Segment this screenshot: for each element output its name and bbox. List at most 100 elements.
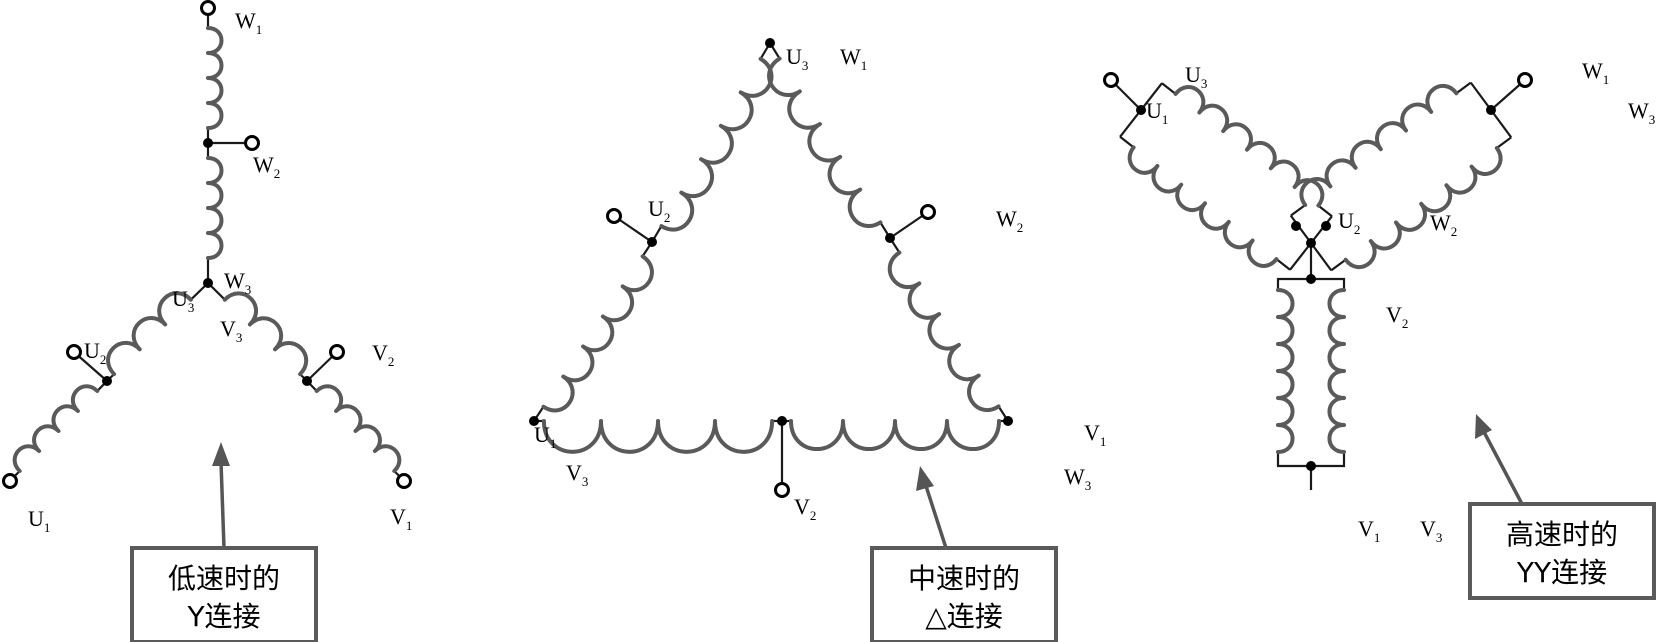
low-caption-line1: 低速时的	[168, 562, 280, 595]
junction-dot	[1306, 461, 1316, 471]
u-branch-lead	[1317, 204, 1333, 218]
label-w3: W3	[1628, 98, 1655, 127]
coils-layer	[12, 26, 1503, 473]
mid-pointer-arrowhead	[916, 466, 934, 491]
junction-dot	[1136, 105, 1146, 115]
terminal-w1	[200, 0, 216, 16]
v3-winding	[222, 291, 309, 377]
v-left-winding	[1276, 288, 1295, 454]
label-v2: V2	[794, 494, 816, 523]
label-u1: U1	[1146, 98, 1168, 127]
w2-v1-winding	[887, 250, 1001, 413]
junction-dot	[1291, 221, 1301, 231]
v-right-winding	[1327, 288, 1346, 454]
u3-u2-winding	[659, 56, 774, 232]
junction-dot	[1306, 274, 1316, 284]
terminal-v2	[329, 344, 345, 360]
junction-dot	[203, 278, 213, 288]
terminal-v2	[774, 482, 790, 498]
v-branch-lead	[1311, 277, 1346, 290]
label-w1: W1	[840, 44, 867, 73]
wires-layer	[9, 8, 1526, 490]
mid-caption-line1: 中速时的	[908, 562, 1020, 595]
high-caption-pointer	[1482, 431, 1524, 505]
label-u1: U1	[534, 422, 556, 451]
junction-dot	[302, 376, 312, 386]
low-caption-box	[130, 546, 318, 642]
high-caption-line1: 高速时的	[1506, 518, 1618, 551]
u-upper-winding	[1173, 85, 1325, 208]
label-u1: U1	[28, 506, 50, 535]
v-branch-lead	[1276, 277, 1311, 290]
w2-winding	[206, 156, 224, 260]
mid-speed-labels: U3 W1 U2 W2 U1 V3 V1 W3 V2	[534, 44, 1106, 523]
high-pointer-arrowhead	[1475, 414, 1492, 439]
terminal-w2	[920, 204, 936, 220]
mid-speed-caption: 中速时的 △连接	[870, 546, 1058, 642]
label-v3: V3	[1420, 516, 1442, 545]
label-v1: V1	[1084, 420, 1106, 449]
label-v2: V2	[1386, 302, 1408, 331]
w1-w2-winding	[767, 56, 883, 228]
low-pointer-arrowhead	[212, 442, 230, 466]
u-branch-lead	[1119, 135, 1135, 149]
mid-caption-line2: △连接	[925, 600, 1003, 633]
label-w2: W2	[996, 206, 1023, 235]
low-speed-caption: 低速时的 Y连接	[130, 546, 318, 642]
label-w2: W2	[253, 152, 280, 181]
low-caption-line2: Y连接	[186, 600, 260, 633]
high-speed-caption: 高速时的 YY连接	[1468, 502, 1656, 600]
nodes-layer	[2, 0, 1533, 498]
label-w1: W1	[1582, 58, 1609, 87]
terminal-v1	[396, 473, 412, 489]
label-v3: V3	[220, 316, 242, 345]
caption-pointers	[212, 414, 1524, 549]
w-branch-lead	[1455, 81, 1472, 95]
u-branch-lead	[1275, 258, 1291, 271]
label-w1: W1	[235, 8, 262, 37]
w-branch-lead	[1330, 258, 1347, 272]
label-u2: U2	[1338, 208, 1360, 237]
junction-dot	[1306, 238, 1316, 248]
terminal-u2	[606, 208, 622, 224]
w1-winding	[206, 26, 224, 130]
junction-dot	[102, 376, 112, 386]
high-caption-line2: YY连接	[1516, 556, 1607, 589]
u-lower-winding	[1127, 145, 1279, 268]
v2-winding	[314, 384, 402, 473]
junction-dot	[1003, 416, 1013, 426]
junction-dot	[777, 416, 787, 426]
w-branch-lead	[1496, 136, 1512, 149]
label-w3: W3	[224, 268, 251, 297]
label-w2: W2	[1430, 210, 1457, 239]
terminal-w2	[244, 135, 260, 151]
label-u3: U3	[786, 44, 808, 73]
label-v1: V1	[1358, 516, 1380, 545]
label-w3: W3	[1064, 464, 1091, 493]
w-upper-winding	[1343, 146, 1503, 269]
u2-winding	[12, 384, 100, 473]
low-caption-pointer	[219, 461, 226, 549]
u2-u1-winding	[541, 254, 654, 413]
junction-dot	[203, 138, 213, 148]
w-branch-lead	[1290, 204, 1306, 217]
label-v3: V3	[566, 460, 588, 489]
mid-caption-box	[870, 546, 1058, 642]
label-u2: U2	[84, 338, 106, 367]
label-v1: V1	[390, 504, 412, 533]
high-caption-box	[1468, 502, 1656, 600]
terminal-u1	[2, 473, 18, 489]
u3-winding	[106, 291, 193, 377]
terminal-w1	[1517, 72, 1533, 88]
terminal-u2	[66, 344, 82, 360]
terminal-u3	[1103, 72, 1119, 88]
label-u3: U3	[172, 286, 194, 315]
v3-v2-winding	[541, 419, 775, 454]
v2-w3-winding	[789, 419, 1001, 452]
high-speed-labels: U3 U1 W1 W3 U2 W2 V2 V1 V3	[1146, 58, 1655, 545]
label-u3: U3	[1185, 62, 1207, 91]
low-speed-labels: W1 W2 W3 U3 V3 U2 V2 U1 V1	[28, 8, 412, 535]
junction-dot	[1321, 221, 1331, 231]
w-lower-winding	[1299, 84, 1459, 207]
